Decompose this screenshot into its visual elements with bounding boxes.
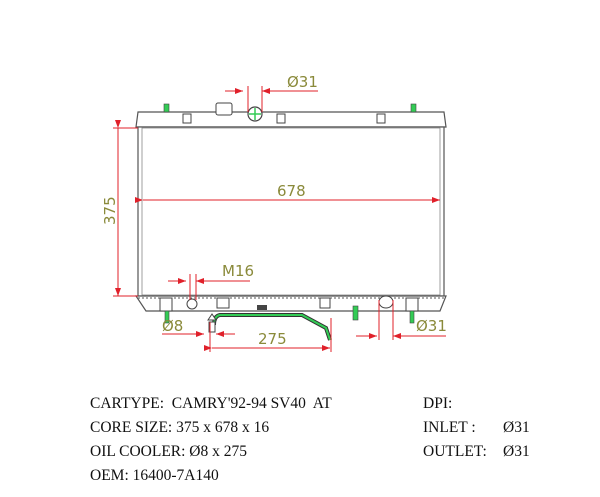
bracket bbox=[182, 113, 192, 124]
bottom-tank bbox=[134, 295, 447, 312]
outlet-value: Ø31 bbox=[503, 443, 530, 460]
cartype-text: CARTYPE: CAMRY'92-94 SV40 AT bbox=[90, 395, 332, 412]
top-tank bbox=[135, 111, 447, 128]
radiator-cap bbox=[215, 102, 233, 116]
drain-plug bbox=[186, 298, 198, 310]
right-mount-pin bbox=[410, 103, 417, 113]
drain-thread-label: M16 bbox=[222, 262, 254, 280]
inlet-diameter-label: Ø31 bbox=[287, 73, 318, 91]
core-width-label: 678 bbox=[277, 182, 306, 200]
oil-cooler-text: OIL COOLER: Ø8 x 275 bbox=[90, 443, 247, 460]
core-height-label: 375 bbox=[101, 196, 119, 225]
bracket bbox=[276, 113, 286, 124]
core bbox=[137, 126, 445, 297]
oil-cooler-length-label: 275 bbox=[258, 330, 287, 348]
oil-cooler-diameter-label: Ø8 bbox=[162, 317, 183, 335]
inlet-value: Ø31 bbox=[503, 419, 530, 436]
dpi-label: DPI: bbox=[423, 395, 453, 412]
core-size-text: CORE SIZE: 375 x 678 x 16 bbox=[90, 419, 270, 436]
oem-text: OEM: 16400-7A140 bbox=[90, 467, 219, 484]
outlet-pipe bbox=[378, 295, 394, 309]
bracket bbox=[376, 113, 386, 124]
outlet-diameter-label: Ø31 bbox=[416, 317, 447, 335]
inlet-label: INLET : bbox=[423, 419, 476, 436]
left-mount-pin bbox=[163, 103, 170, 113]
outlet-label: OUTLET: bbox=[423, 443, 487, 460]
